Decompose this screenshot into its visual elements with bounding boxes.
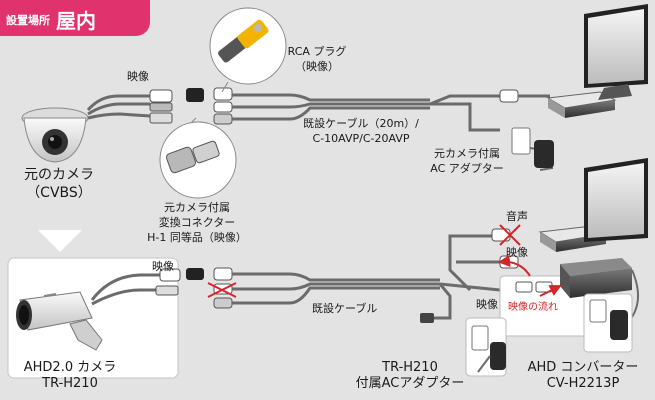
converter-video-label: 映像 [476, 298, 498, 311]
video-flow-label: 映像の流れ [508, 302, 558, 313]
bottom-cable-label: 既設ケーブル [312, 302, 378, 315]
badge-large-text: 屋内 [56, 9, 96, 33]
tr-h210-adapter-label-line2: 付属ACアダプター [355, 376, 465, 391]
ahd-camera-label: AHD2.0 カメラ TR-H210 [14, 360, 126, 392]
original-adapter-label-line1: 元カメラ付属 [434, 147, 500, 160]
bnc-connector-icon [149, 89, 173, 103]
conversion-connector-label-line1: 元カメラ付属 [164, 201, 230, 214]
original-camera-label-line2: （CVBS） [26, 185, 92, 201]
bottom-section [7, 158, 648, 379]
location-badge: 設置場所 屋内 [0, 0, 150, 36]
dvr-video-label: 映像 [506, 246, 528, 259]
bullet-camera-icon [16, 291, 103, 351]
badge-small-text: 設置場所 [6, 14, 50, 27]
ahd-camera-label-line1: AHD2.0 カメラ [23, 360, 117, 375]
ahd-converter-label-line1: AHD コンバーター [527, 360, 639, 375]
rca-plug-label-line1: RCA プラグ [287, 45, 347, 58]
monitor-icon [584, 4, 648, 100]
ac-adapter-icon [511, 127, 554, 171]
rca-plug-label: RCA プラグ （映像） [282, 44, 352, 74]
tr-h210-adapter-label-line1: TR-H210 [382, 360, 438, 375]
monitor-bottom-icon [584, 158, 648, 242]
existing-cable-label: 既設ケーブル（20m）/ C-10AVP/C-20AVP [296, 116, 426, 146]
bnc-adaptor-magnified-icon [159, 121, 237, 199]
converter-ac-adapter-icon [583, 293, 633, 353]
bottom-video-label: 映像 [152, 260, 174, 273]
ahd-converter-label-line2: CV-H2213P [546, 376, 620, 391]
camera-ac-adapter-icon [465, 317, 507, 377]
ahd-camera-panel [7, 257, 179, 379]
original-adapter-label-line2: AC アダプター [430, 162, 504, 175]
conversion-connector-label-line3: H-1 同等品（映像） [147, 231, 247, 244]
ahd-converter-icon [499, 258, 632, 337]
top-section [21, 4, 648, 199]
top-video-label: 映像 [127, 70, 149, 83]
conversion-connector-label-line2: 変換コネクター [158, 216, 236, 229]
down-arrow-icon [38, 230, 82, 252]
rca-plug-label-line2: （映像） [295, 60, 339, 73]
original-camera-label-line1: 元のカメラ [24, 167, 94, 183]
unused-connector-mark [207, 282, 237, 298]
original-adapter-label: 元カメラ付属 AC アダプター [426, 146, 508, 176]
audio-label: 音声 [506, 210, 528, 223]
dome-camera-icon [21, 107, 89, 163]
original-camera-label: 元のカメラ （CVBS） [14, 166, 104, 202]
ahd-converter-label: AHD コンバーター CV-H2213P [518, 360, 648, 392]
conversion-connector-icon [186, 88, 204, 102]
ahd-camera-label-line2: TR-H210 [42, 376, 98, 391]
rca-plug-magnified-icon [209, 7, 287, 85]
conversion-connector-label: 元カメラ付属 変換コネクター H-1 同等品（映像） [142, 200, 252, 245]
tr-h210-adapter-label: TR-H210 付属ACアダプター [350, 360, 470, 392]
existing-cable-label-line1: 既設ケーブル（20m）/ [303, 117, 419, 130]
flow-arrow [498, 255, 531, 277]
recorder-icon [546, 91, 617, 118]
existing-cable-label-line2: C-10AVP/C-20AVP [312, 132, 410, 145]
